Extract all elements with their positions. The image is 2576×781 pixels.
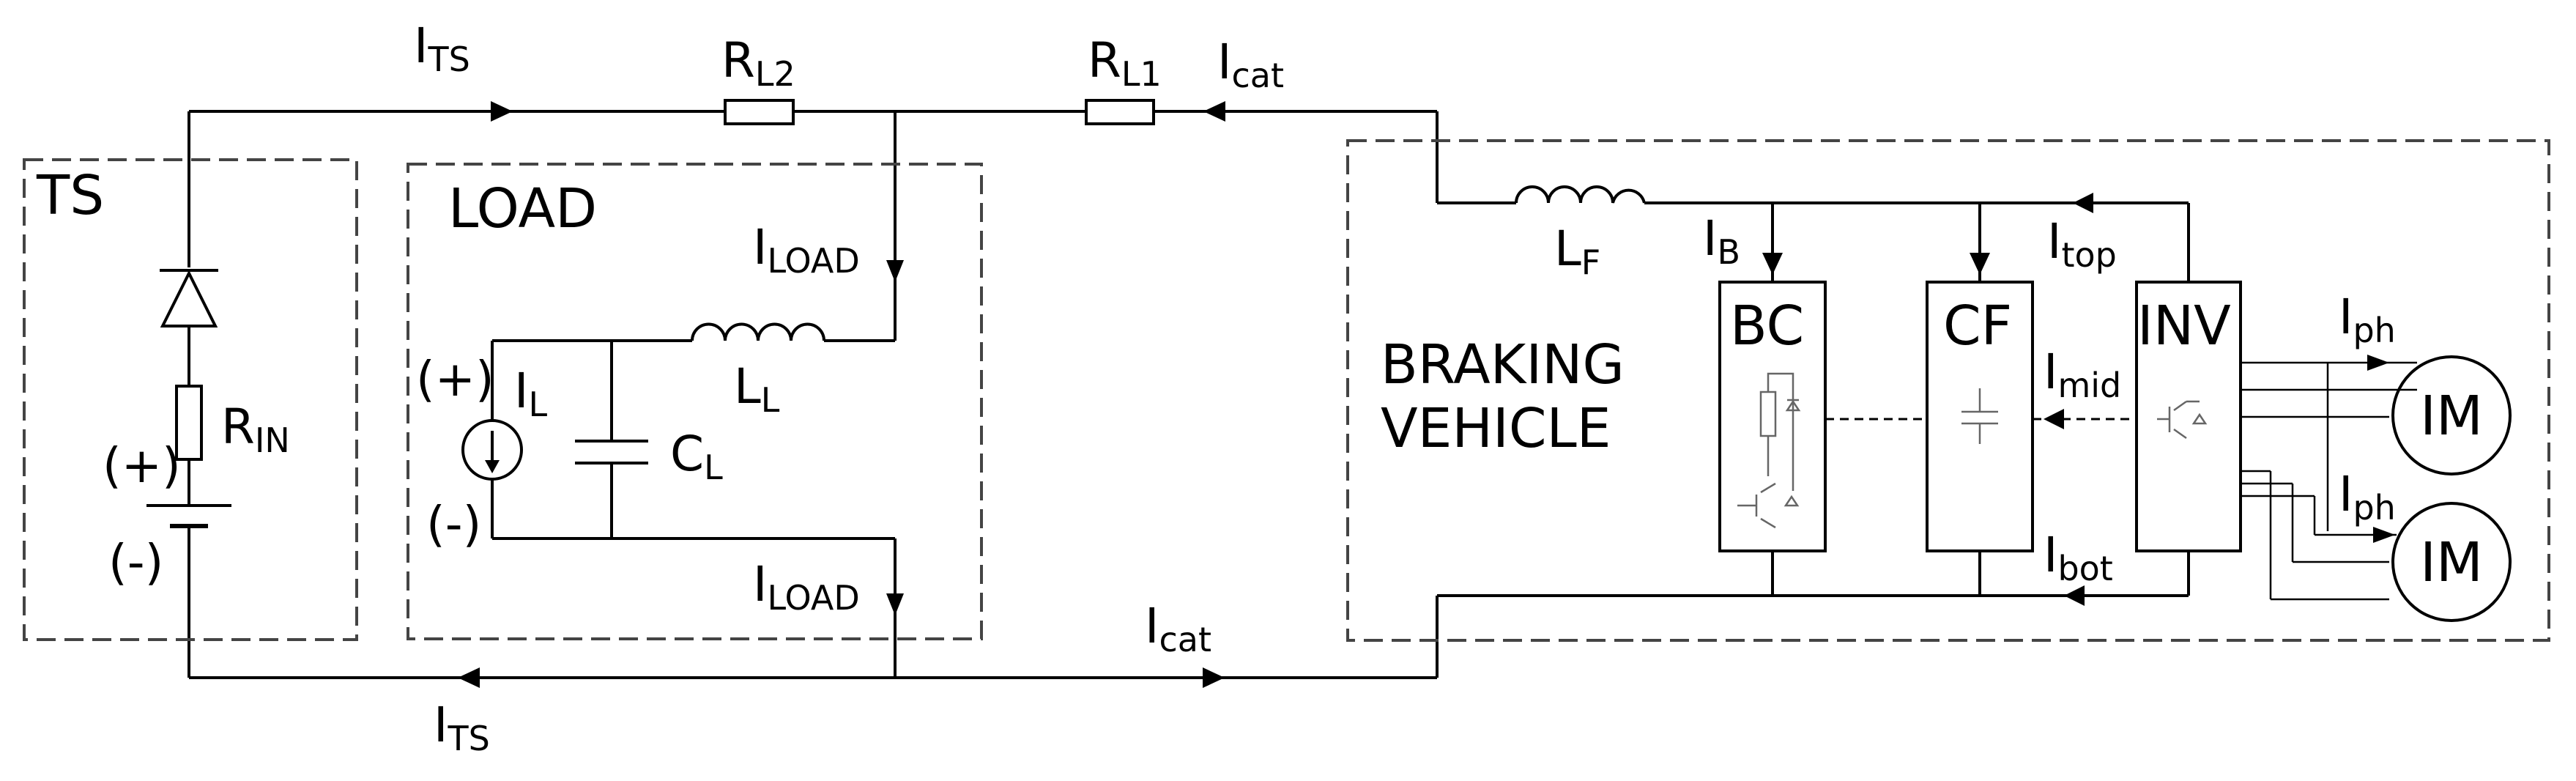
diode-icon bbox=[160, 269, 218, 327]
arrow-icat-top-icon bbox=[1203, 101, 1225, 122]
bc-block-label: BC bbox=[1730, 295, 1804, 358]
label-icat-top: Icat bbox=[1217, 34, 1284, 95]
capacitor-cl-icon bbox=[575, 440, 648, 464]
svg-text:Icat: Icat bbox=[1217, 34, 1284, 95]
svg-text:Iph: Iph bbox=[2339, 466, 2396, 528]
arrow-imid-icon bbox=[2044, 409, 2064, 429]
svg-text:IB: IB bbox=[1703, 210, 1740, 272]
svg-text:RL2: RL2 bbox=[721, 32, 795, 94]
resistor-rl2 bbox=[724, 99, 795, 125]
label-iload-top: ILOAD bbox=[753, 219, 860, 281]
ts-block-title: TS bbox=[36, 164, 104, 227]
svg-text:ILOAD: ILOAD bbox=[753, 219, 860, 281]
arrow-itop-icon bbox=[2073, 193, 2093, 213]
label-iph-top: Iph bbox=[2339, 289, 2396, 350]
label-rin: RIN bbox=[221, 399, 290, 460]
label-rl2: RL2 bbox=[721, 32, 795, 94]
label-ll: LL bbox=[734, 358, 780, 420]
load-minus-label: (-) bbox=[426, 496, 481, 552]
ts-minus-label: (-) bbox=[108, 534, 163, 591]
cf-block bbox=[1926, 281, 2034, 552]
resistor-rin bbox=[175, 385, 203, 461]
arrow-its-bottom-icon bbox=[458, 667, 480, 688]
svg-text:ITS: ITS bbox=[414, 18, 470, 79]
label-icat-bottom: Icat bbox=[1145, 598, 1211, 659]
svg-text:LL: LL bbox=[734, 358, 780, 420]
svg-text:ITS: ITS bbox=[434, 697, 490, 758]
load-block-border bbox=[407, 163, 983, 640]
label-iload-bottom: ILOAD bbox=[753, 556, 860, 618]
motor-im-top bbox=[2391, 355, 2512, 475]
motor-phase-wiring bbox=[2241, 355, 2417, 601]
inv-igbt-icon bbox=[2157, 400, 2208, 440]
arrow-icat-bottom-icon bbox=[1203, 667, 1225, 688]
label-il: IL bbox=[514, 363, 547, 424]
svg-text:Icat: Icat bbox=[1145, 598, 1211, 659]
label-cl: CL bbox=[670, 426, 723, 487]
arrow-cf-icon bbox=[1970, 253, 1990, 275]
inv-block-label: INV bbox=[2137, 295, 2231, 358]
battery-icon bbox=[146, 504, 231, 528]
svg-text:Itop: Itop bbox=[2047, 213, 2117, 275]
svg-text:CL: CL bbox=[670, 426, 723, 487]
arrow-ib-icon bbox=[1762, 253, 1783, 275]
svg-text:IL: IL bbox=[514, 363, 547, 424]
ts-block-border bbox=[23, 158, 358, 641]
bc-chopper-icon bbox=[1737, 372, 1801, 529]
main-wiring bbox=[188, 110, 2189, 679]
bc-block bbox=[1718, 281, 1827, 552]
svg-text:ILOAD: ILOAD bbox=[753, 556, 860, 618]
resistor-rl1 bbox=[1085, 99, 1155, 125]
current-source-icon bbox=[461, 419, 523, 481]
label-its-top: ITS bbox=[414, 18, 470, 79]
label-rl1: RL1 bbox=[1088, 32, 1162, 94]
arrow-iload-top-icon bbox=[886, 260, 904, 282]
motor-im-bottom-label: IM bbox=[2420, 531, 2483, 594]
svg-text:LF: LF bbox=[1554, 221, 1600, 282]
label-imid: Imid bbox=[2044, 344, 2121, 405]
label-its-bottom: ITS bbox=[434, 697, 490, 758]
svg-text:RL1: RL1 bbox=[1088, 32, 1162, 94]
braking-vehicle-title-line2: VEHICLE bbox=[1381, 397, 1611, 460]
cf-block-label: CF bbox=[1943, 295, 2012, 358]
braking-vehicle-block-border bbox=[1346, 139, 2550, 642]
inductor-lf-icon bbox=[1515, 185, 1646, 204]
arrow-ibot-icon bbox=[2064, 585, 2085, 606]
motor-im-bottom bbox=[2391, 502, 2512, 622]
arrow-iload-bottom-icon bbox=[886, 593, 904, 615]
label-lf: LF bbox=[1554, 221, 1600, 282]
svg-text:Iph: Iph bbox=[2339, 289, 2396, 350]
arrow-its-top-icon bbox=[491, 101, 513, 122]
inductor-ll-icon bbox=[691, 322, 825, 341]
motor-im-top-label: IM bbox=[2420, 385, 2483, 448]
label-ibot: Ibot bbox=[2044, 527, 2113, 588]
label-itop: Itop bbox=[2047, 213, 2117, 275]
label-ib: IB bbox=[1703, 210, 1740, 272]
label-iph-bottom: Iph bbox=[2339, 466, 2396, 528]
vehicle-bus-wiring bbox=[1771, 203, 2190, 596]
cf-capacitor-icon bbox=[1961, 388, 1998, 444]
load-plus-label: (+) bbox=[416, 351, 494, 407]
braking-vehicle-title-line1: BRAKING bbox=[1381, 333, 1625, 396]
ts-plus-label: (+) bbox=[103, 437, 181, 494]
svg-text:RIN: RIN bbox=[221, 399, 290, 460]
load-block-title: LOAD bbox=[448, 177, 597, 240]
load-wiring bbox=[491, 339, 895, 540]
svg-text:Ibot: Ibot bbox=[2044, 527, 2113, 588]
svg-text:Imid: Imid bbox=[2044, 344, 2121, 405]
